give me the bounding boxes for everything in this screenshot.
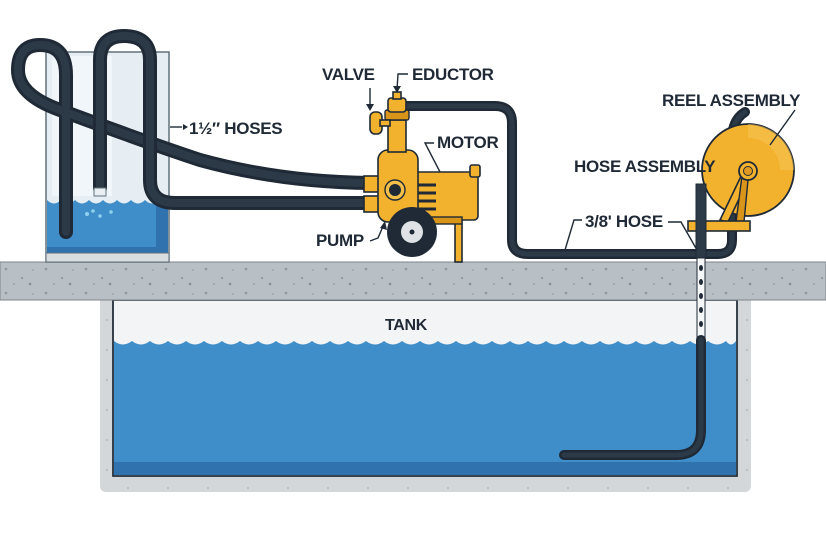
small-hose-leader-right xyxy=(668,221,698,251)
small-hose-leader-left xyxy=(564,219,582,251)
tank-water-bottom-shade xyxy=(114,462,736,475)
eductor-leader xyxy=(396,73,408,91)
water-bubbles xyxy=(85,209,113,218)
pump-leader xyxy=(369,223,385,242)
label-hose-assembly: HOSE ASSEMBLY xyxy=(574,157,716,176)
pump-motor xyxy=(363,91,481,263)
label-hoses: 1½″ HOSES xyxy=(189,119,282,138)
ground-slab xyxy=(0,261,826,301)
reel-assembly xyxy=(687,123,795,232)
label-pump: PUMP xyxy=(316,231,364,250)
motor-leader xyxy=(423,142,441,173)
label-eductor: EDUCTOR xyxy=(412,65,494,84)
container-water xyxy=(47,200,168,253)
label-valve: VALVE xyxy=(322,65,375,84)
label-reel-assembly: REEL ASSEMBLY xyxy=(662,91,801,110)
reel-leader xyxy=(769,109,796,146)
label-tank: TANK xyxy=(385,317,428,334)
large-hoses xyxy=(11,29,377,239)
tank: TANK xyxy=(100,292,751,492)
tank-water xyxy=(114,341,736,475)
hose-assembly xyxy=(559,183,707,460)
hose-assembly-holes xyxy=(699,265,703,327)
label-small-hose: 3/8' HOSE xyxy=(585,212,663,231)
label-motor: MOTOR xyxy=(437,133,498,152)
eductor xyxy=(387,97,407,113)
